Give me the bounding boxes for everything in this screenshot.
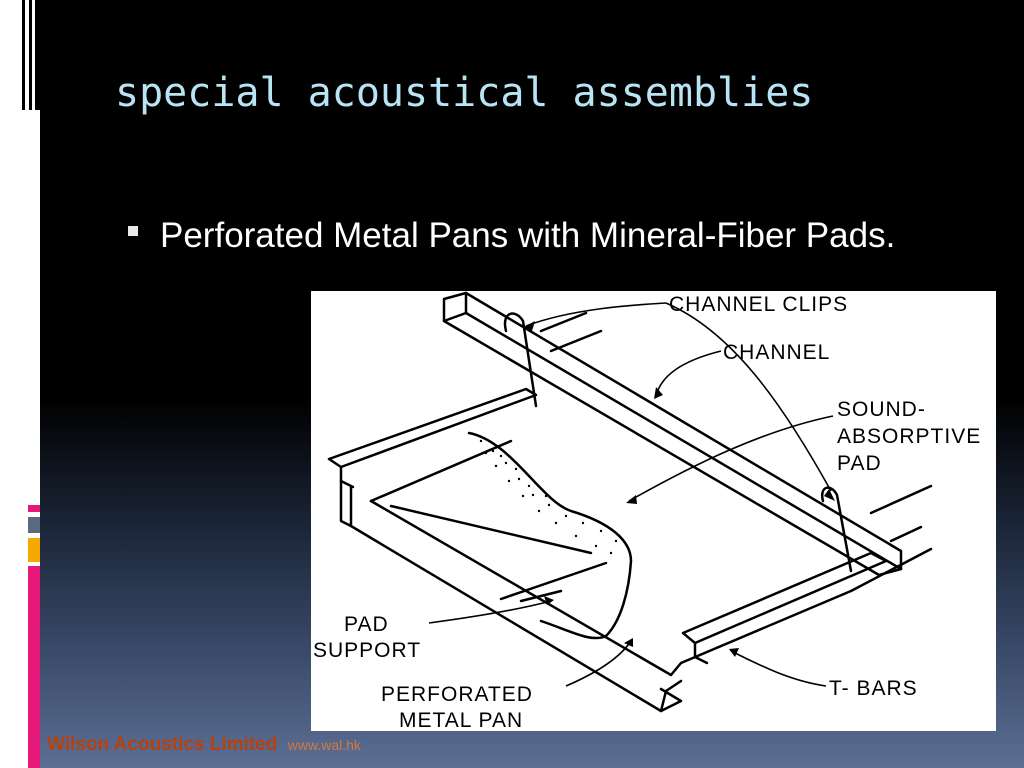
perforated-metal-pan [349, 485, 683, 713]
label-t-bars: T- BARS [829, 677, 918, 700]
t-bar-left [327, 387, 538, 469]
label-pad-support-2: SUPPORT [313, 639, 421, 662]
footer-website-link[interactable]: www.wal.hk [287, 737, 361, 753]
label-pad-support-1: PAD [344, 613, 389, 636]
label-sound-absorptive-pad-2: ABSORPTIVE [837, 425, 981, 448]
slide-title: special acoustical assemblies [115, 70, 814, 116]
label-sound-absorptive-pad-3: PAD [837, 452, 882, 475]
slide-accent-bars [22, 0, 40, 768]
bullet-marker [128, 226, 138, 236]
pad-texture [479, 439, 618, 555]
footer-company-name: Wilson Acoustics Limited [47, 734, 278, 755]
label-perforated-metal-pan-2: METAL PAN [399, 709, 523, 731]
diagram-drawing: CHANNEL CLIPS CHANNEL SOUND- ABSORPTIVE … [313, 291, 981, 731]
sound-absorptive-pad [467, 431, 633, 640]
channel-clip-right [820, 486, 853, 573]
pad-support-rod [389, 504, 593, 555]
label-perforated-metal-pan-1: PERFORATED [381, 683, 533, 706]
label-sound-absorptive-pad-1: SOUND- [837, 398, 926, 421]
bullet-text: Perforated Metal Pans with Mineral-Fiber… [160, 216, 896, 255]
channel-clip-left [503, 312, 538, 408]
left-decorative-strip [0, 0, 40, 768]
footer: Wilson Acoustics Limited www.wal.hk [47, 734, 361, 756]
channel-edge [464, 291, 903, 571]
assembly-diagram: CHANNEL CLIPS CHANNEL SOUND- ABSORPTIVE … [311, 291, 996, 731]
t-bar-right [681, 551, 888, 645]
label-channel-clips: CHANNEL CLIPS [669, 293, 848, 316]
label-channel: CHANNEL [723, 341, 830, 364]
